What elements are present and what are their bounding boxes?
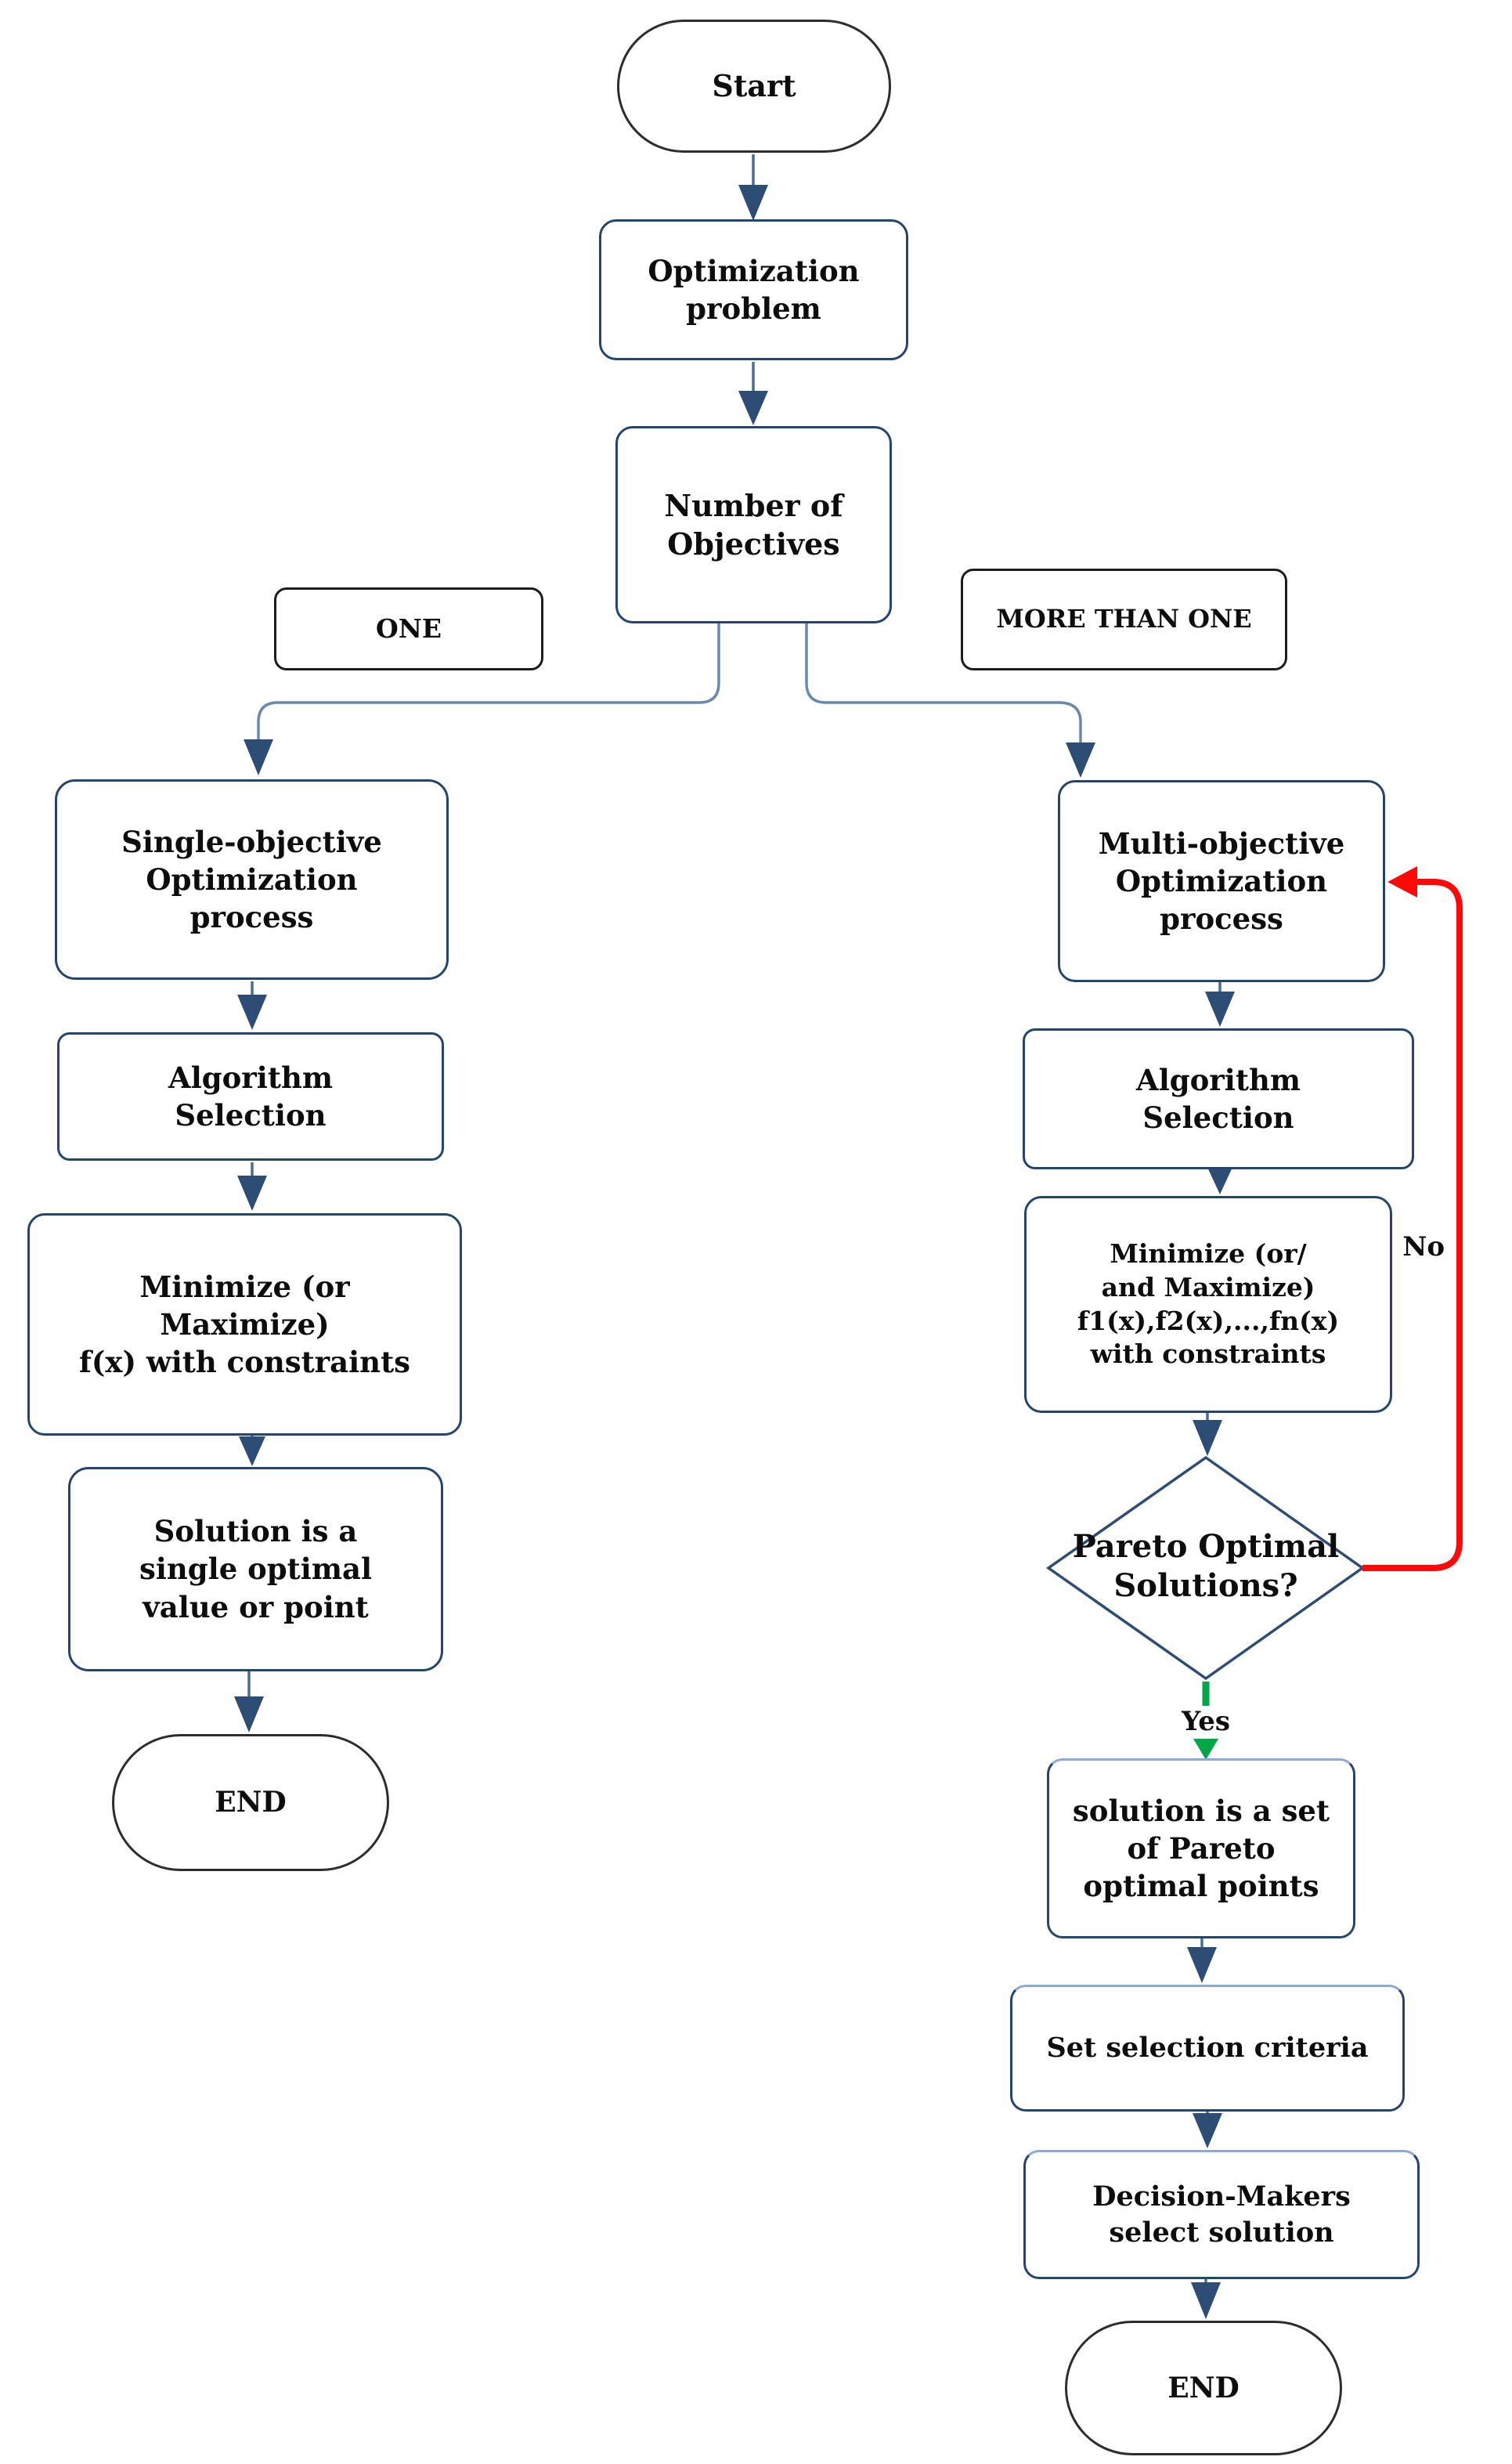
arrow-minimize-to-solution-left xyxy=(239,1436,265,1466)
arrow-decision-to-end-right xyxy=(1191,2279,1221,2319)
solution-right-node: solution is a set of Pareto optimal poin… xyxy=(1047,1758,1355,1938)
pareto-decision-diamond xyxy=(1045,1455,1366,1681)
no-edge-label: No xyxy=(1402,1231,1445,1263)
solution-left-node: Solution is a single optimal value or po… xyxy=(68,1467,443,1671)
start-node: Start xyxy=(617,20,891,153)
algorithm-selection-right-node: Algorithm Selection xyxy=(1023,1028,1414,1169)
end-right-node: END xyxy=(1065,2321,1342,2455)
number-of-objectives-node: Number of Objectives xyxy=(615,426,892,623)
minimize-left-node: Minimize (or Maximize) f(x) with constra… xyxy=(27,1213,462,1436)
set-selection-criteria-node: Set selection criteria xyxy=(1010,1985,1405,2112)
branch-line-one xyxy=(244,623,720,775)
optimization-problem-node: Optimization problem xyxy=(599,219,908,360)
pareto-decision-label: Pareto Optimal Solutions? xyxy=(1072,1528,1340,1604)
arrow-algorithm-to-minimize-right xyxy=(1206,1164,1234,1194)
yes-edge-label: Yes xyxy=(1181,1706,1231,1737)
arrow-multi-to-algorithm xyxy=(1205,982,1235,1027)
branch-line-more-than-one xyxy=(805,623,1095,778)
arrow-single-to-algorithm xyxy=(237,981,267,1030)
branch-label-one: ONE xyxy=(274,587,543,670)
yes-arrow xyxy=(1193,1682,1218,1760)
algorithm-selection-left-node: Algorithm Selection xyxy=(57,1032,444,1161)
arrow-minimize-to-pareto xyxy=(1193,1413,1222,1456)
arrow-solution-to-set xyxy=(1187,1938,1217,1983)
minimize-right-node: Minimize (or/ and Maximize) f1(x),f2(x),… xyxy=(1024,1196,1392,1413)
arrow-set-to-decision xyxy=(1193,2112,1222,2148)
single-objective-node: Single-objective Optimization process xyxy=(55,779,449,980)
arrow-optimization-to-number xyxy=(738,362,768,425)
end-left-node: END xyxy=(112,1734,389,1871)
multi-objective-node: Multi-objective Optimization process xyxy=(1058,780,1385,982)
branch-label-more-than-one: MORE THAN ONE xyxy=(961,569,1287,670)
arrow-algorithm-to-minimize-left xyxy=(237,1162,267,1211)
arrow-start-to-optimization xyxy=(738,154,768,221)
decision-makers-node: Decision-Makers select solution xyxy=(1023,2150,1420,2279)
arrow-solution-to-end-left xyxy=(234,1671,264,1732)
no-loop-line xyxy=(1362,866,1463,1571)
